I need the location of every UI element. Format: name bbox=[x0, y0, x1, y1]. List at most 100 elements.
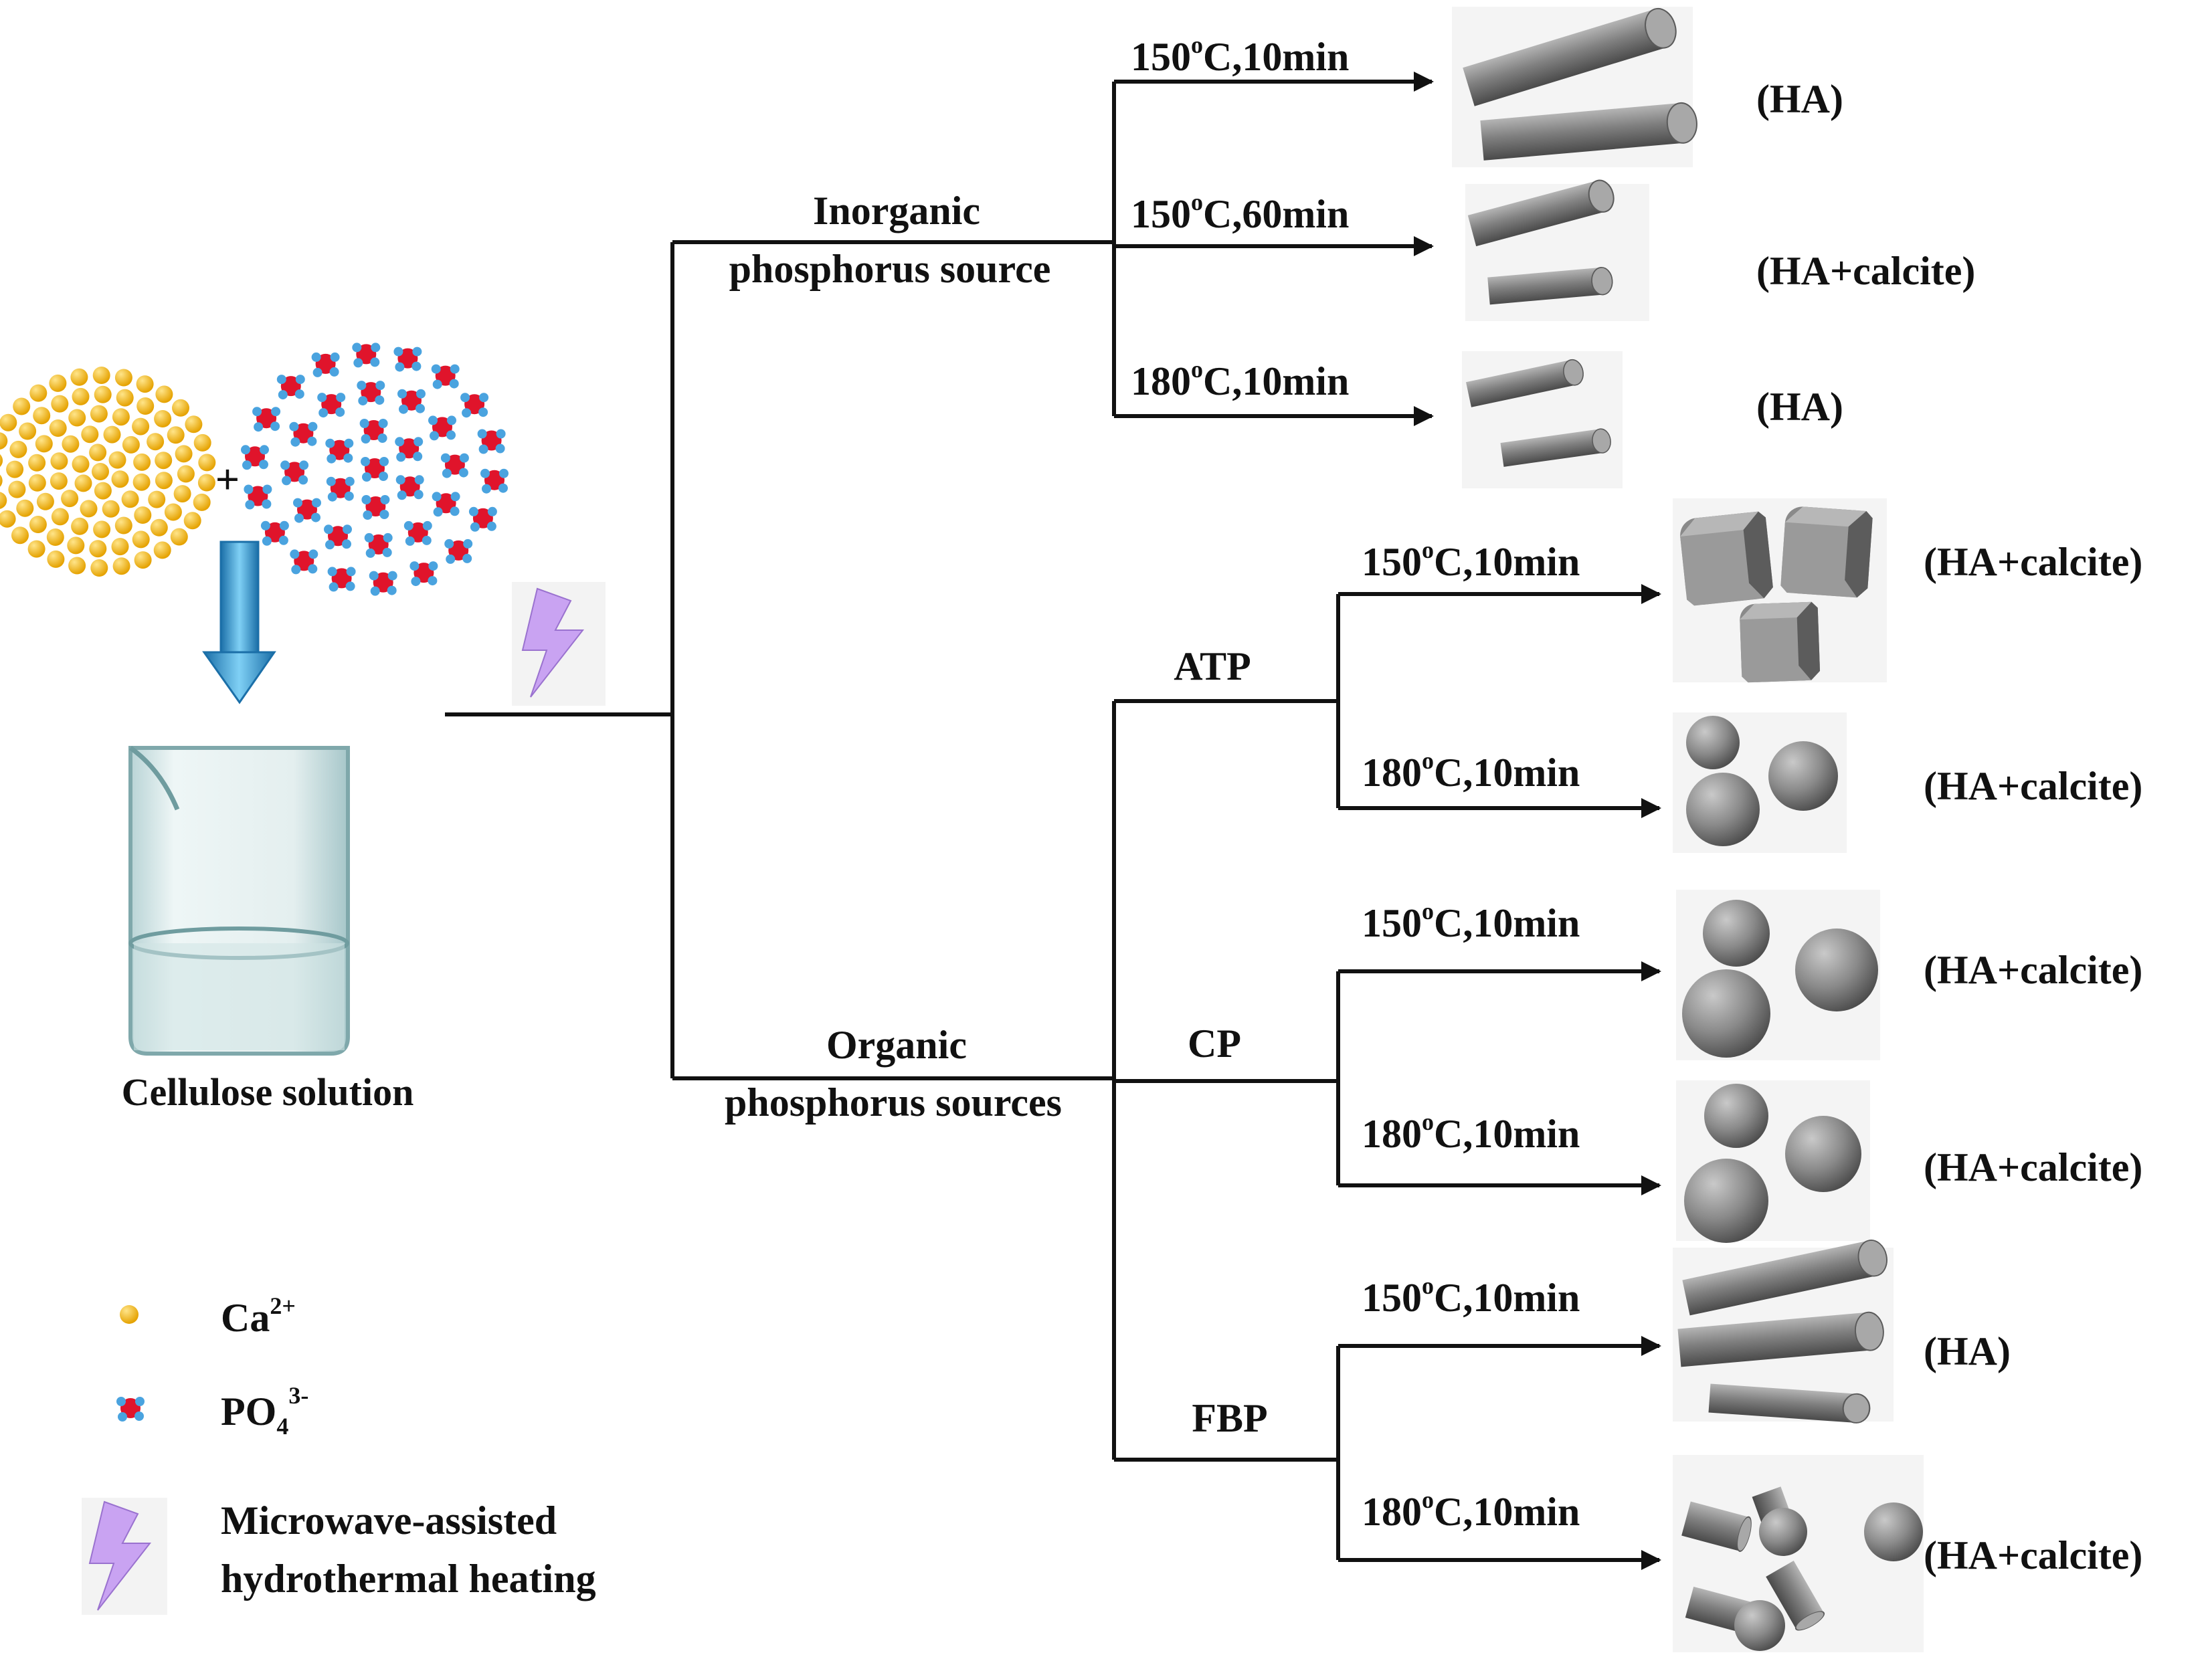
calcium-ion bbox=[134, 506, 152, 524]
calcium-ion bbox=[112, 557, 130, 575]
microwave-legend-line1: Microwave-assisted bbox=[221, 1498, 557, 1543]
calcium-ion bbox=[177, 465, 195, 483]
condition-arrows bbox=[1114, 72, 1661, 1570]
calcium-ion bbox=[28, 474, 46, 492]
calcium-ion bbox=[136, 397, 155, 415]
calcium-ion bbox=[13, 397, 31, 415]
phosphate-ion bbox=[327, 567, 356, 592]
phosphate-ion bbox=[352, 343, 381, 368]
calcium-ion bbox=[81, 425, 99, 444]
inorganic-label-line1: Inorganic bbox=[813, 189, 980, 233]
microwave-legend-line2: hydrothermal heating bbox=[221, 1557, 596, 1601]
calcium-ion bbox=[68, 409, 86, 427]
organic-label-line1: Organic bbox=[826, 1023, 967, 1067]
calcium-ion bbox=[0, 474, 3, 487]
phosphate-ion bbox=[357, 381, 385, 406]
calcium-ion bbox=[29, 516, 47, 533]
calcium-ion bbox=[132, 417, 150, 435]
calcium-ion bbox=[155, 452, 173, 470]
calcium-ion bbox=[154, 410, 172, 427]
calcium-ion bbox=[114, 516, 132, 534]
product-shape-rods-and-spheres bbox=[1673, 1455, 1924, 1652]
calcium-ion bbox=[51, 395, 69, 413]
calcium-ion bbox=[148, 490, 166, 508]
calcium-ion bbox=[153, 541, 171, 559]
cp-label: CP bbox=[1188, 1021, 1241, 1066]
calcium-ion bbox=[0, 492, 7, 509]
calcium-ion bbox=[50, 472, 68, 490]
calcium-ion bbox=[49, 419, 67, 437]
calcium-ion bbox=[29, 384, 48, 402]
calcium-ion bbox=[193, 433, 211, 452]
calcium-ion bbox=[9, 440, 27, 458]
product-shape-spheres-3 bbox=[1676, 1080, 1870, 1243]
phosphate-ion bbox=[361, 495, 390, 520]
phosphate-ion bbox=[290, 549, 318, 575]
product-shape-rods-1 bbox=[1452, 4, 1699, 167]
phosphate-ion bbox=[468, 506, 497, 532]
legend: Ca2+ PO43- Microwave-assisted hydrotherm… bbox=[82, 1292, 596, 1615]
phosphate-ion bbox=[311, 352, 340, 377]
inorganic-label-line2: phosphorus source bbox=[729, 247, 1051, 291]
product-shape-spheres-1 bbox=[1673, 712, 1847, 853]
phosphate-ion bbox=[244, 484, 272, 510]
calcium-ion bbox=[68, 557, 86, 575]
down-arrow-icon bbox=[202, 541, 276, 704]
calcium-ion bbox=[198, 454, 216, 472]
microwave-legend-icon bbox=[82, 1498, 167, 1615]
calcium-ion bbox=[132, 530, 150, 549]
condition-cp-2: 180oC,10min bbox=[1362, 1108, 1580, 1156]
phosphate-ion bbox=[293, 498, 321, 523]
phosphate-ion bbox=[324, 524, 352, 550]
product-inorganic-3: (HA) bbox=[1756, 385, 1843, 429]
phosphate-ion bbox=[252, 407, 281, 432]
product-cp-1: (HA+calcite) bbox=[1924, 948, 2142, 992]
calcium-ion bbox=[121, 490, 139, 508]
calcium-ion bbox=[6, 460, 24, 478]
calcium-ion bbox=[102, 500, 120, 518]
phosphate-ion bbox=[432, 492, 460, 517]
phosphate-ion bbox=[317, 393, 346, 418]
product-fbp-2: (HA+calcite) bbox=[1924, 1533, 2142, 1577]
calcium-ion bbox=[172, 399, 189, 417]
calcium-ion bbox=[72, 455, 90, 473]
calcium-ion bbox=[90, 559, 108, 577]
calcium-ion bbox=[167, 426, 185, 444]
calcium-ion bbox=[72, 387, 90, 405]
product-cp-2: (HA+calcite) bbox=[1924, 1145, 2142, 1189]
phosphate-ion bbox=[289, 421, 318, 447]
calcium-ion bbox=[27, 540, 45, 558]
condition-inorganic-1: 150oC,10min bbox=[1131, 31, 1349, 79]
phosphate-ion bbox=[359, 419, 388, 444]
calcium-ion bbox=[70, 368, 88, 386]
product-shape-rods-2 bbox=[1465, 177, 1649, 321]
calcium-ion bbox=[19, 422, 37, 440]
organic-label-line2: phosphorus sources bbox=[725, 1080, 1062, 1125]
product-inorganic-2: (HA+calcite) bbox=[1756, 249, 1975, 293]
calcium-ion bbox=[74, 474, 92, 492]
condition-inorganic-2: 150oC,60min bbox=[1131, 189, 1349, 236]
phosphate-legend-label: PO43- bbox=[221, 1382, 308, 1440]
calcium-ion bbox=[173, 485, 191, 503]
calcium-ion bbox=[80, 500, 98, 518]
phosphate-ion bbox=[397, 389, 426, 414]
calcium-ion bbox=[11, 526, 29, 545]
calcium-ion bbox=[47, 550, 65, 568]
calcium-ion bbox=[94, 482, 112, 500]
product-atp-2: (HA+calcite) bbox=[1924, 764, 2142, 808]
phosphate-ion bbox=[241, 445, 269, 470]
calcium-ion bbox=[108, 451, 126, 469]
calcium-ion bbox=[0, 510, 16, 528]
calcium-ion bbox=[136, 375, 154, 393]
calcium-ion bbox=[112, 408, 130, 426]
phosphate-ion bbox=[440, 453, 469, 478]
phosphate-ion bbox=[395, 475, 424, 500]
phosphate-ion bbox=[280, 460, 309, 486]
phosphate-ion bbox=[428, 415, 456, 441]
calcium-ion bbox=[193, 493, 211, 511]
calcium-ion bbox=[62, 435, 80, 453]
product-shape-rods-4 bbox=[1673, 1237, 1894, 1425]
calcium-ion bbox=[90, 405, 108, 423]
calcium-ion bbox=[36, 492, 54, 510]
microwave-bolt-icon bbox=[512, 582, 606, 706]
